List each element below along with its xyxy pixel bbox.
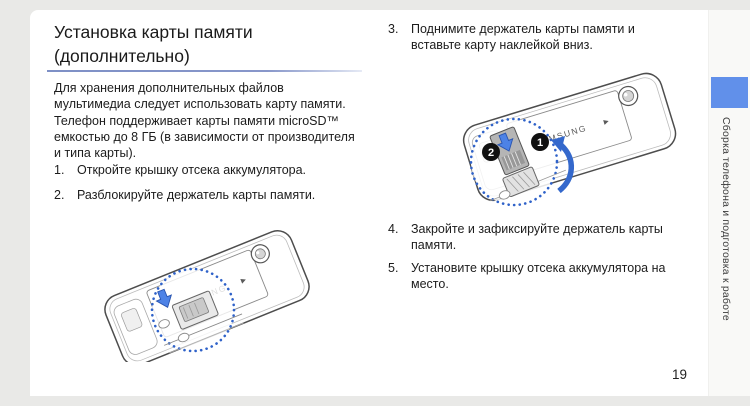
chapter-label-vertical: Сборка телефона и подготовка к работе bbox=[720, 117, 732, 321]
step-4-number: 4. bbox=[388, 222, 399, 236]
section-title-line2: (дополнительно) bbox=[54, 46, 190, 66]
step-2: 2. Разблокируйте держатель карты памяти. bbox=[54, 187, 366, 203]
step-2-number: 2. bbox=[54, 188, 65, 202]
phone-illustration-1: SAMSUNG ▶ bbox=[104, 230, 310, 362]
chapter-color-tab bbox=[711, 77, 748, 108]
sidebar-strip bbox=[708, 10, 750, 396]
callout-1-badge bbox=[531, 133, 549, 151]
step-2-text: Разблокируйте держатель карты памяти. bbox=[77, 188, 316, 202]
step-3: 3. Поднимите держатель карты памяти и вс… bbox=[388, 21, 656, 54]
step-4-text: Закройте и зафиксируйте держатель карты … bbox=[411, 222, 663, 253]
step-3-number: 3. bbox=[388, 22, 399, 36]
step-1-number: 1. bbox=[54, 163, 65, 177]
step-5-number: 5. bbox=[388, 261, 399, 275]
section-title: Установка карты памяти (дополнительно) bbox=[54, 20, 374, 68]
lift-rotation-arrow-icon bbox=[557, 142, 574, 194]
card-holder bbox=[502, 166, 540, 198]
callout-2-number: 2 bbox=[488, 147, 494, 159]
phone-illustration-2: SAMSUNG ▶ 2 1 bbox=[462, 72, 677, 207]
step-1-text: Откройте крышку отсека аккумулятора. bbox=[77, 163, 307, 177]
step-5: 5. Установите крышку отсека аккумулятора… bbox=[388, 260, 676, 293]
page-number: 19 bbox=[672, 367, 688, 382]
figure-unlock-card-holder: SAMSUNG ▶ bbox=[95, 210, 320, 362]
callout-1-number: 1 bbox=[537, 137, 543, 149]
battery-direction-arrow-icon: ▶ bbox=[603, 118, 611, 126]
intro-paragraph: Для хранения дополнительных файлов мульт… bbox=[54, 81, 355, 161]
figure-insert-card: SAMSUNG ▶ 2 1 bbox=[433, 55, 705, 217]
step-1: 1. Откройте крышку отсека аккумулятора. bbox=[54, 162, 366, 178]
step-4: 4. Закройте и зафиксируйте держатель кар… bbox=[388, 221, 676, 254]
insert-direction-arrow-icon bbox=[155, 288, 173, 308]
battery-direction-arrow-icon: ▶ bbox=[240, 276, 248, 285]
section-title-line1: Установка карты памяти bbox=[54, 22, 253, 42]
step-5-text: Установите крышку отсека аккумулятора на… bbox=[411, 261, 666, 292]
insert-direction-arrow-icon bbox=[496, 132, 514, 152]
title-underline bbox=[47, 70, 362, 72]
callout-2-badge bbox=[482, 143, 500, 161]
step-3-text: Поднимите держатель карты памяти и встав… bbox=[411, 22, 635, 53]
